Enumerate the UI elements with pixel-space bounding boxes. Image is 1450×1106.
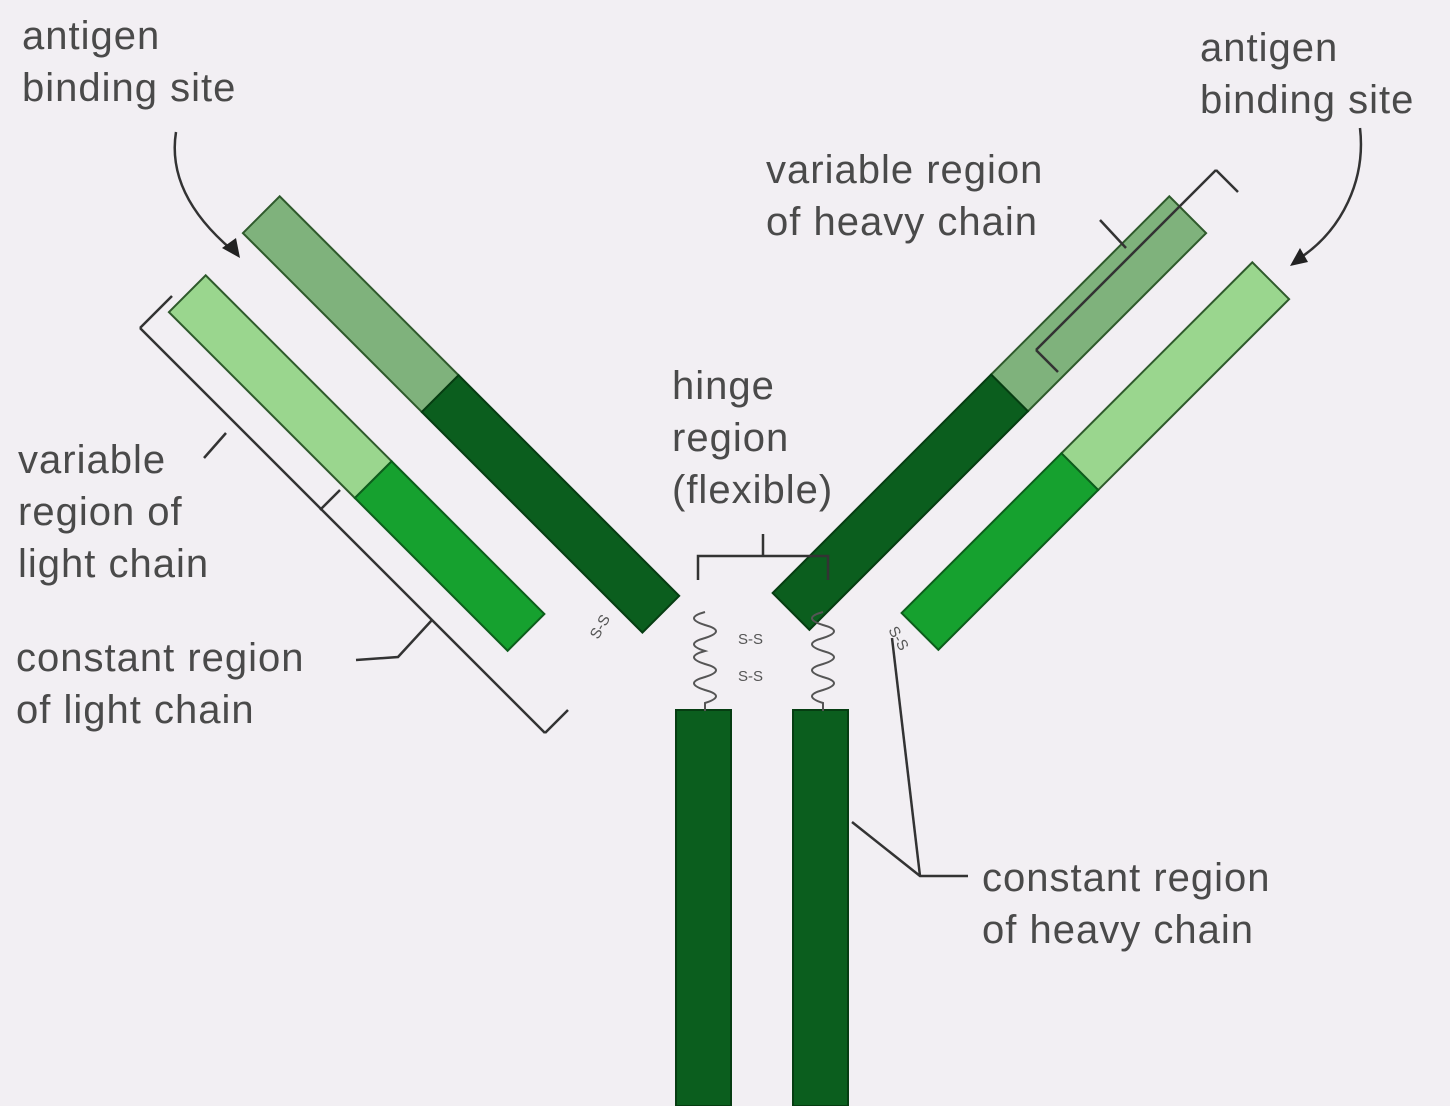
- label-line: constant region: [16, 632, 305, 684]
- leader-constant-heavy-hinge: [892, 638, 920, 876]
- label-line: (flexible): [672, 464, 833, 516]
- disulfide-bond-right-arm: S-S: [885, 624, 912, 654]
- label-line: binding site: [1200, 74, 1414, 126]
- label-line: variable: [18, 434, 209, 486]
- disulfide-bond-lower: S-S: [738, 668, 763, 685]
- leader-antigen-right: [1300, 128, 1361, 258]
- label-line: of heavy chain: [766, 196, 1043, 248]
- hinge-coil-right: [812, 612, 834, 711]
- arrowhead-antigen-right: [1290, 248, 1308, 266]
- label-line: constant region: [982, 852, 1271, 904]
- leader-variable-heavy: [1100, 220, 1126, 248]
- arrowhead-antigen-left: [222, 238, 240, 258]
- label-antigen-binding-site-right: antigen binding site: [1200, 22, 1414, 126]
- leader-antigen-left: [175, 132, 232, 250]
- label-line: region: [672, 412, 833, 464]
- label-constant-region-light-chain: constant region of light chain: [16, 632, 305, 736]
- disulfide-bond-upper: S-S: [738, 631, 763, 648]
- heavy-chain-stem-right: [793, 710, 848, 1106]
- label-antigen-binding-site-left: antigen binding site: [22, 10, 236, 114]
- label-line: light chain: [18, 538, 209, 590]
- label-line: hinge: [672, 360, 833, 412]
- label-constant-region-heavy-chain: constant region of heavy chain: [982, 852, 1271, 956]
- label-line: of heavy chain: [982, 904, 1271, 956]
- label-variable-region-heavy-chain: variable region of heavy chain: [766, 144, 1043, 248]
- disulfide-bond-left-arm: S-S: [587, 612, 614, 642]
- heavy-chain-stem-left: [676, 710, 731, 1106]
- bracket-light-divider: [320, 490, 340, 510]
- leader-constant-heavy-stem: [852, 822, 968, 876]
- label-line: region of: [18, 486, 209, 538]
- label-line: variable region: [766, 144, 1043, 196]
- label-line: binding site: [22, 62, 236, 114]
- label-variable-region-light-chain: variable region of light chain: [18, 434, 209, 590]
- label-line: antigen: [22, 10, 236, 62]
- label-line: antigen: [1200, 22, 1414, 74]
- label-hinge-region: hinge region (flexible): [672, 360, 833, 516]
- label-line: of light chain: [16, 684, 305, 736]
- leader-constant-light: [356, 620, 432, 660]
- hinge-coil-left: [694, 612, 716, 711]
